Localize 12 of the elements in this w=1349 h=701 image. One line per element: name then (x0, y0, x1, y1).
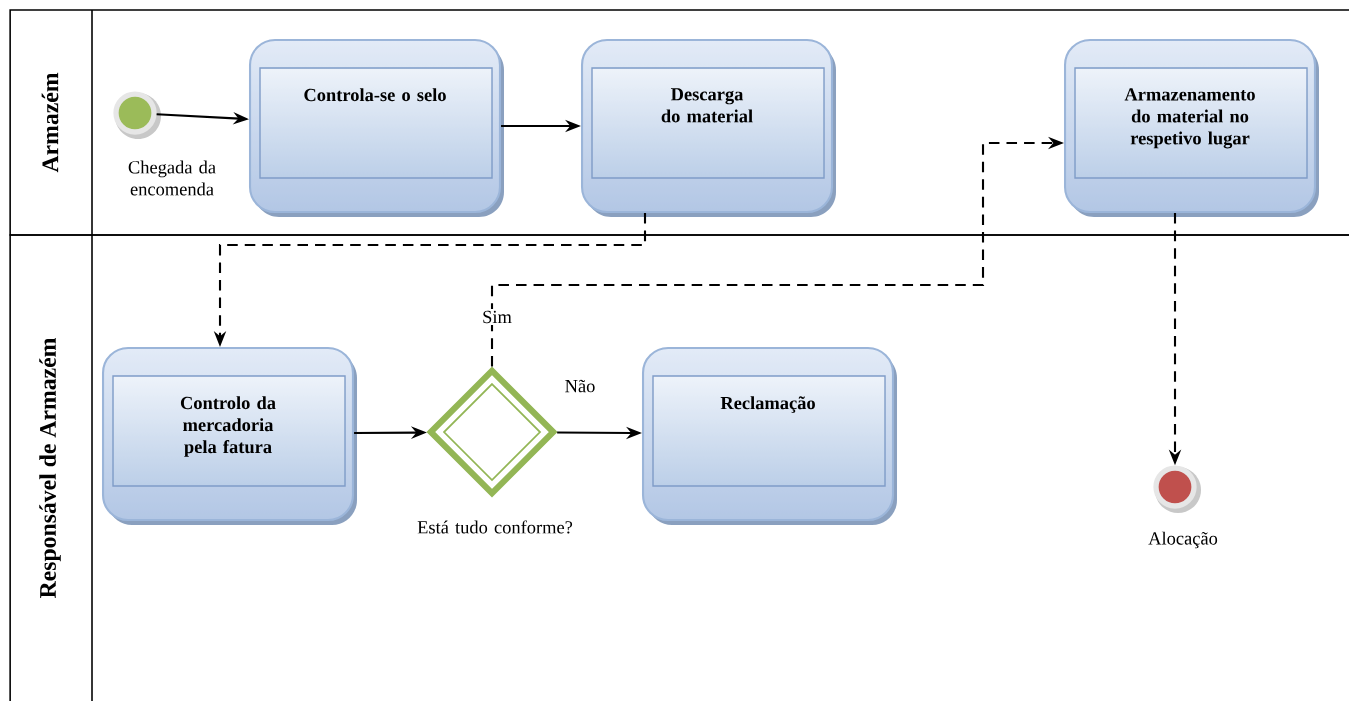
node-caption: Alocação (1148, 531, 1218, 549)
task-box: Reclamação (641, 346, 897, 525)
node-caption: Está tudo conforme? (417, 520, 573, 534)
edge-label: Sim (480, 309, 514, 325)
event-circle (113, 91, 161, 139)
task-box: Controlo da mercadoria pela fatura (101, 346, 357, 525)
task-box: Controla-se o selo (248, 38, 504, 217)
event-circle (1153, 465, 1201, 513)
task-box: Descarga do material (580, 38, 836, 217)
task-box: Armazenamento do material no respetivo lugar (1064, 38, 1319, 217)
edge-label: Não (562, 377, 598, 395)
node-caption: Chegada da encomenda (128, 160, 216, 196)
